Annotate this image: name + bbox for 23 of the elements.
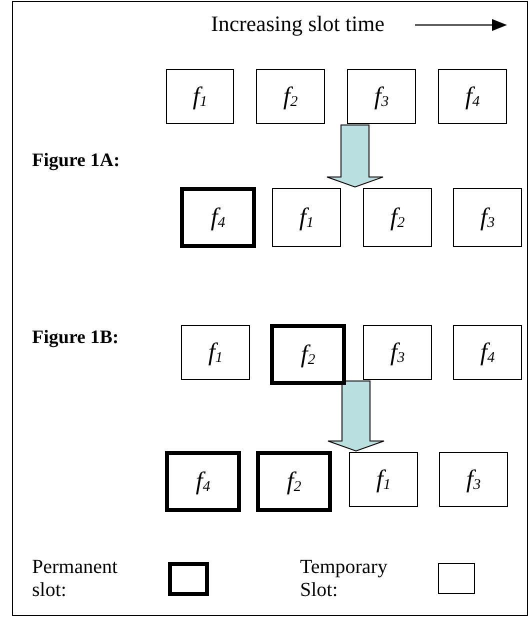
block-arrow bbox=[326, 124, 384, 188]
legend-label: Permanent slot: bbox=[32, 556, 119, 602]
temporary-slot-box: f$_{1}$ bbox=[181, 325, 250, 380]
temporary-slot-box: f$_{4}$ bbox=[438, 69, 507, 124]
temporary-slot-box: f$_{4}$ bbox=[453, 325, 522, 380]
permanent-slot-box: f$_{4}$ bbox=[165, 451, 241, 512]
figure-label: Figure 1B: bbox=[32, 327, 119, 349]
permanent-slot-box: f$_{2}$ bbox=[270, 324, 346, 385]
temporary-slot-box: f$_{3}$ bbox=[363, 325, 432, 380]
permanent-slot-box: f$_{2}$ bbox=[256, 451, 332, 512]
temporary-slot-box: f$_{1}$ bbox=[272, 188, 341, 247]
legend-label: Temporary Slot: bbox=[300, 556, 388, 602]
temporary-slot-box: f$_{2}$ bbox=[256, 69, 325, 124]
temporary-slot-box: f$_{2}$ bbox=[363, 188, 432, 247]
temporary-slot-box: f$_{3}$ bbox=[439, 452, 508, 507]
temporary-slot-box: f$_{1}$ bbox=[349, 452, 418, 507]
temporary-slot-box: f$_{3}$ bbox=[347, 69, 416, 124]
figure-label: Figure 1A: bbox=[32, 150, 120, 172]
permanent-slot-box: f$_{4}$ bbox=[180, 187, 256, 248]
block-arrow bbox=[328, 380, 384, 452]
temporary-slot-box: f$_{3}$ bbox=[453, 188, 522, 247]
axis-caption: Increasing slot time bbox=[211, 11, 385, 36]
temporary-slot-box: f$_{1}$ bbox=[166, 69, 234, 124]
